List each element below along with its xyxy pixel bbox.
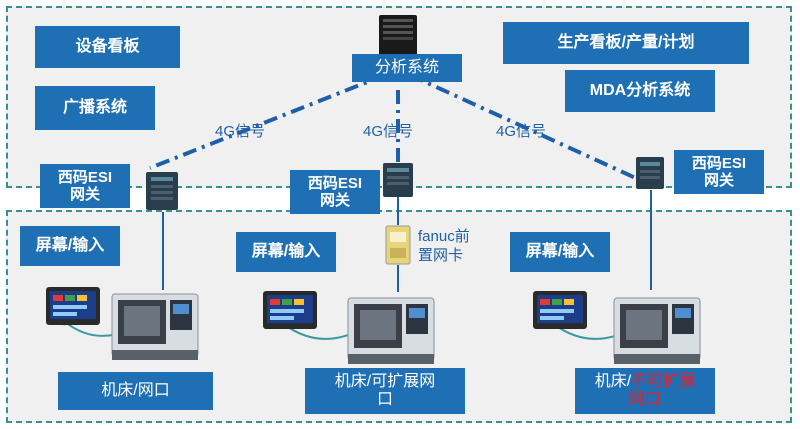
link-left (149, 73, 386, 170)
machine-label-2: 机床/可扩展网口 (305, 368, 465, 414)
4g-label-right: 4G信号 (496, 123, 547, 140)
cnc-machine-icon-3 (613, 297, 701, 364)
cnc-machine-icon-2 (347, 297, 435, 364)
machine-label-1: 机床/网口 (58, 372, 213, 410)
screen-input-label-1: 屏幕/输入 (20, 226, 120, 266)
machine-label-3-warning: 不可扩展 (631, 372, 696, 390)
touchscreen-icon-1 (46, 287, 100, 325)
device-board-box: 设备看板 (35, 26, 180, 68)
touchscreen-icon-2 (263, 291, 317, 329)
wired-links (162, 190, 652, 292)
screen-input-label-2: 屏幕/输入 (236, 232, 336, 272)
machine-label-3: 机床/不可扩展 网口 (575, 368, 715, 414)
mda-box: MDA分析系统 (565, 70, 715, 112)
gateway-right-icon (636, 157, 664, 189)
fanuc-card-label: fanuc前置网卡 (418, 228, 470, 264)
4g-label-mid: 4G信号 (363, 123, 414, 140)
machine-label-3-warning-line2: 网口 (628, 391, 661, 408)
broadcast-box: 广播系统 (35, 86, 155, 130)
cnc-machine-icon-1 (111, 293, 199, 360)
production-board-box: 生产看板/产量/计划 (503, 22, 749, 64)
link-right (409, 73, 641, 182)
touchscreen-icon-3 (533, 291, 587, 329)
screen-input-label-3: 屏幕/输入 (510, 232, 610, 272)
4g-label-left: 4G信号 (215, 123, 266, 140)
fanuc-card-icon (385, 225, 411, 265)
machine-label-3-prefix: 机床/ (594, 372, 632, 390)
gateway-mid-icon (383, 163, 413, 197)
gateway-left-icon (146, 172, 178, 210)
wireless-links (149, 73, 641, 182)
analysis-system-box: 分析系统 (352, 54, 462, 82)
